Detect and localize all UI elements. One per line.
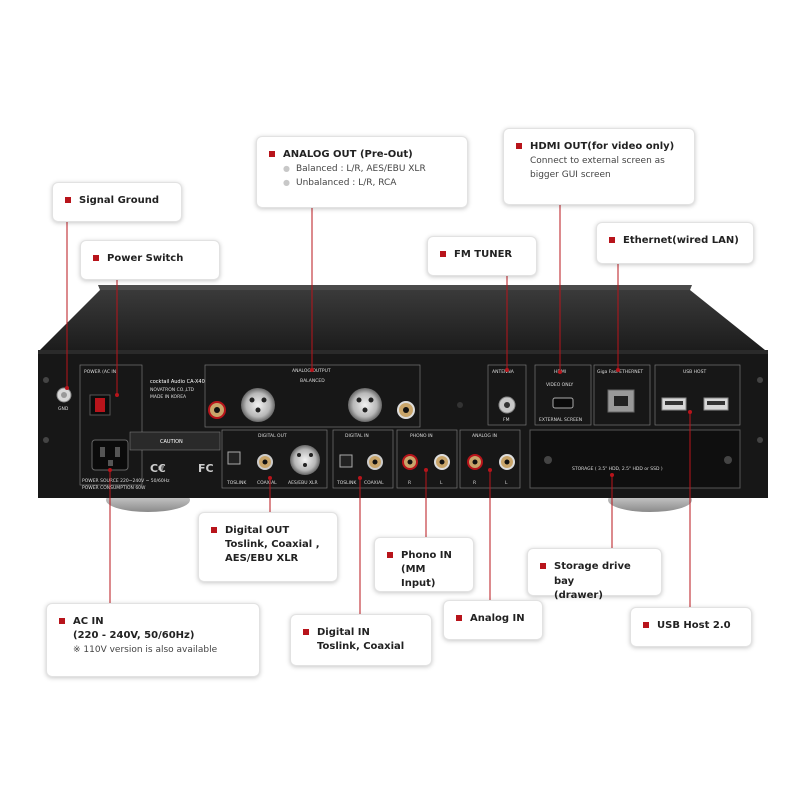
power-consumption-label: POWER CONSUMPTION 60W — [82, 485, 146, 491]
toslink-out — [227, 451, 241, 465]
svg-text:R: R — [473, 480, 476, 486]
callout-hdmi-out: HDMI OUT(for video only) Connect to exte… — [503, 128, 695, 205]
svg-text:FM: FM — [503, 417, 510, 423]
external-screen-label: EXTERNAL SCREEN — [539, 417, 582, 423]
power-source-label: POWER SOURCE 220~240V ~ 50/60Hz — [82, 478, 170, 484]
gnd-label: GND — [58, 406, 69, 412]
svg-text:R: R — [408, 480, 411, 486]
callout-digital-in: Digital IN Toslink, Coaxial — [290, 614, 432, 666]
callout-phono-in: Phono IN (MM Input) — [374, 537, 474, 592]
svg-text:TOSLINK: TOSLINK — [336, 480, 357, 486]
callout-power-switch: Power Switch — [80, 240, 220, 280]
callout-line: AES/EBU XLR — [225, 553, 299, 564]
callout-digital-out: Digital OUT Toslink, Coaxial , AES/EBU X… — [198, 512, 338, 582]
callout-title: AC IN — [59, 614, 247, 629]
callout-title: Signal Ground — [65, 193, 169, 208]
callout-line: Toslink, Coaxial — [317, 641, 405, 652]
toslink-in — [339, 454, 353, 468]
digital-in-label: DIGITAL IN — [345, 433, 369, 439]
brand-label: cocktail Audio CA-X40 — [150, 379, 205, 385]
callout-usb-host: USB Host 2.0 — [630, 607, 752, 647]
storage-label: STORAGE ( 3.5" HDD, 2.5" HDD or SSD ) — [572, 466, 663, 472]
power-section-label: POWER (AC IN) — [84, 369, 118, 375]
callout-line: Toslink, Coaxial , — [225, 539, 320, 550]
device-top-cover — [40, 290, 765, 350]
callout-title: USB Host 2.0 — [643, 618, 739, 633]
ethernet-label: Giga Fast ETHERNET — [597, 369, 643, 375]
callout-line: Connect to external screen as — [530, 156, 665, 166]
svg-text:TOSLINK: TOSLINK — [226, 480, 247, 486]
company-label: NOVATRON CO.,LTD — [150, 387, 195, 393]
callout-analog-in: Analog IN — [443, 600, 543, 640]
callout-line: ※ 110V version is also available — [73, 645, 218, 655]
xlr-out-r — [348, 388, 382, 422]
callout-line: (220 - 240V, 50/60Hz) — [73, 630, 195, 641]
antenna-label: ANTENNA — [492, 369, 515, 375]
callout-title: Ethernet(wired LAN) — [609, 233, 741, 248]
hdmi-port-visual — [552, 397, 574, 409]
callout-line: bigger GUI screen — [530, 170, 611, 180]
caution-label: CAUTION — [160, 439, 183, 445]
xlr-out-l — [241, 388, 275, 422]
callout-storage: Storage drive bay (drawer) — [527, 548, 662, 601]
video-only-label: VIDEO ONLY — [546, 382, 574, 388]
callout-title: Phono IN — [387, 548, 461, 563]
callout-title: Power Switch — [93, 251, 207, 266]
callout-title: ANALOG OUT (Pre-Out) — [269, 147, 455, 162]
svg-text:L: L — [440, 480, 443, 486]
storage-drawer-visual — [529, 429, 741, 489]
callout-title: Analog IN — [456, 611, 530, 626]
callout-line: (drawer) — [554, 590, 603, 601]
callout-title: Storage drive bay — [540, 559, 649, 589]
callout-title: Digital IN — [303, 625, 419, 640]
phono-in-label: PHONO IN — [410, 433, 433, 439]
svg-text:COAXIAL: COAXIAL — [364, 480, 384, 486]
callout-title: Digital OUT — [211, 523, 325, 538]
analog-in-label: ANALOG IN — [472, 433, 497, 439]
svg-text:L: L — [505, 480, 508, 486]
usb-host-label: USB HOST — [683, 369, 706, 375]
leader-lines — [66, 205, 691, 614]
callout-title: FM TUNER — [440, 247, 524, 262]
callout-ethernet: Ethernet(wired LAN) — [596, 222, 754, 264]
svg-text:C€: C€ — [150, 462, 166, 475]
callout-fm-tuner: FM TUNER — [427, 236, 537, 276]
svg-text:AES/EBU XLR: AES/EBU XLR — [288, 480, 318, 486]
callout-line: (MM Input) — [401, 564, 436, 589]
svg-text:FC: FC — [198, 462, 214, 475]
callout-line: Balanced : L/R, AES/EBU XLR — [269, 162, 455, 176]
caution-sticker — [129, 431, 221, 451]
balanced-label: BALANCED — [300, 378, 325, 384]
callout-ac-in: AC IN (220 - 240V, 50/60Hz) ※ 110V versi… — [46, 603, 260, 677]
svg-text:COAXIAL: COAXIAL — [257, 480, 277, 486]
callout-signal-ground: Signal Ground — [52, 182, 182, 222]
aes-out — [290, 445, 320, 475]
callout-analog-out: ANALOG OUT (Pre-Out) Balanced : L/R, AES… — [256, 136, 468, 208]
made-label: MADE IN KOREA — [150, 394, 187, 400]
digital-out-label: DIGITAL OUT — [258, 433, 287, 439]
callout-title: HDMI OUT(for video only) — [516, 139, 682, 154]
callout-line: Unbalanced : L/R, RCA — [269, 176, 455, 190]
